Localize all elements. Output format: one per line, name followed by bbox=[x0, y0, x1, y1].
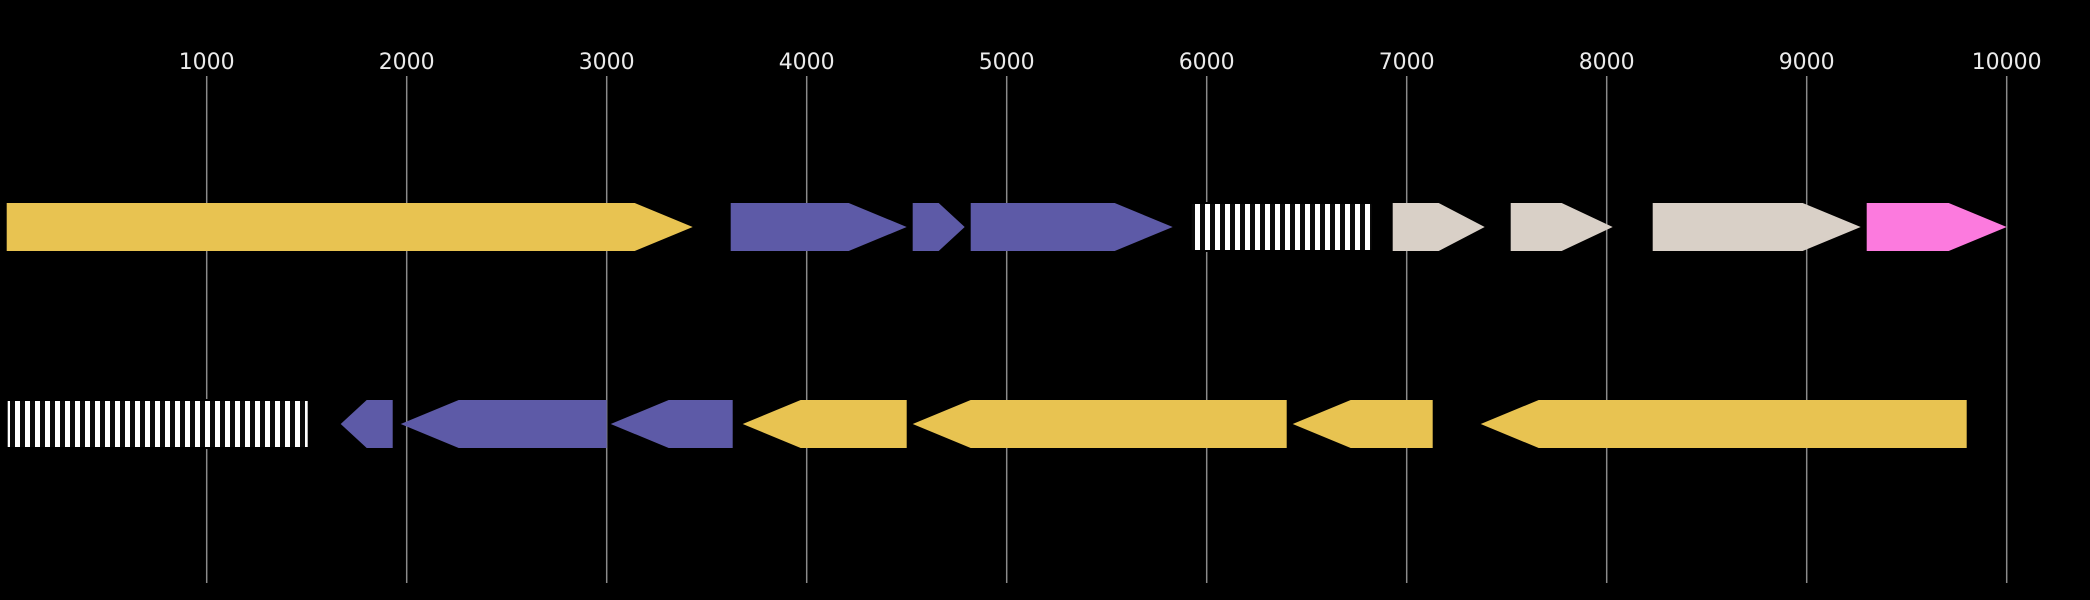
gene-feature-track-2-8 bbox=[1480, 400, 1967, 448]
axis-gridlines bbox=[205, 76, 2008, 583]
gene-feature-track-1-2 bbox=[730, 203, 907, 251]
axis-tick-label-1000: 1000 bbox=[179, 50, 235, 75]
axis-tick-label-8000: 8000 bbox=[1579, 50, 1635, 75]
axis-tick-label-2000: 2000 bbox=[379, 50, 435, 75]
gene-feature-track-2-7 bbox=[1292, 400, 1433, 448]
axis-tick-label-3000: 3000 bbox=[579, 50, 635, 75]
gene-feature-track-2-5 bbox=[742, 400, 907, 448]
gene-feature-track-2-2 bbox=[340, 400, 393, 448]
axis-tick-labels: 1000 2000 3000 4000 5000 6000 7000 8000 9000 1000… bbox=[179, 50, 2042, 75]
gene-feature-track-1-1 bbox=[6, 203, 693, 251]
gene-tracks bbox=[5, 202, 2007, 449]
gene-feature-track-1-6 bbox=[1392, 203, 1485, 251]
axis-tick-label-10000: 10000 bbox=[1972, 50, 2042, 75]
gene-feature-track-2-4 bbox=[610, 400, 733, 448]
axis-tick-label-9000: 9000 bbox=[1779, 50, 1835, 75]
gene-feature-track-2-6 bbox=[912, 400, 1287, 448]
axis-tick-label-6000: 6000 bbox=[1179, 50, 1235, 75]
gene-feature-track-1-9 bbox=[1866, 203, 2007, 251]
axis-tick-label-7000: 7000 bbox=[1379, 50, 1435, 75]
axis-tick-label-5000: 5000 bbox=[979, 50, 1035, 75]
axis-tick-label-4000: 4000 bbox=[779, 50, 835, 75]
gene-feature-track-1-7 bbox=[1510, 203, 1613, 251]
gene-feature-track-2-3 bbox=[400, 400, 607, 448]
gene-feature-track-1-4 bbox=[970, 203, 1173, 251]
gene-feature-track-2-1 bbox=[5, 399, 310, 449]
gene-feature-track-1-3 bbox=[912, 203, 965, 251]
gene-feature-track-1-5 bbox=[1189, 202, 1374, 252]
gene-feature-track-1-8 bbox=[1652, 203, 1861, 251]
